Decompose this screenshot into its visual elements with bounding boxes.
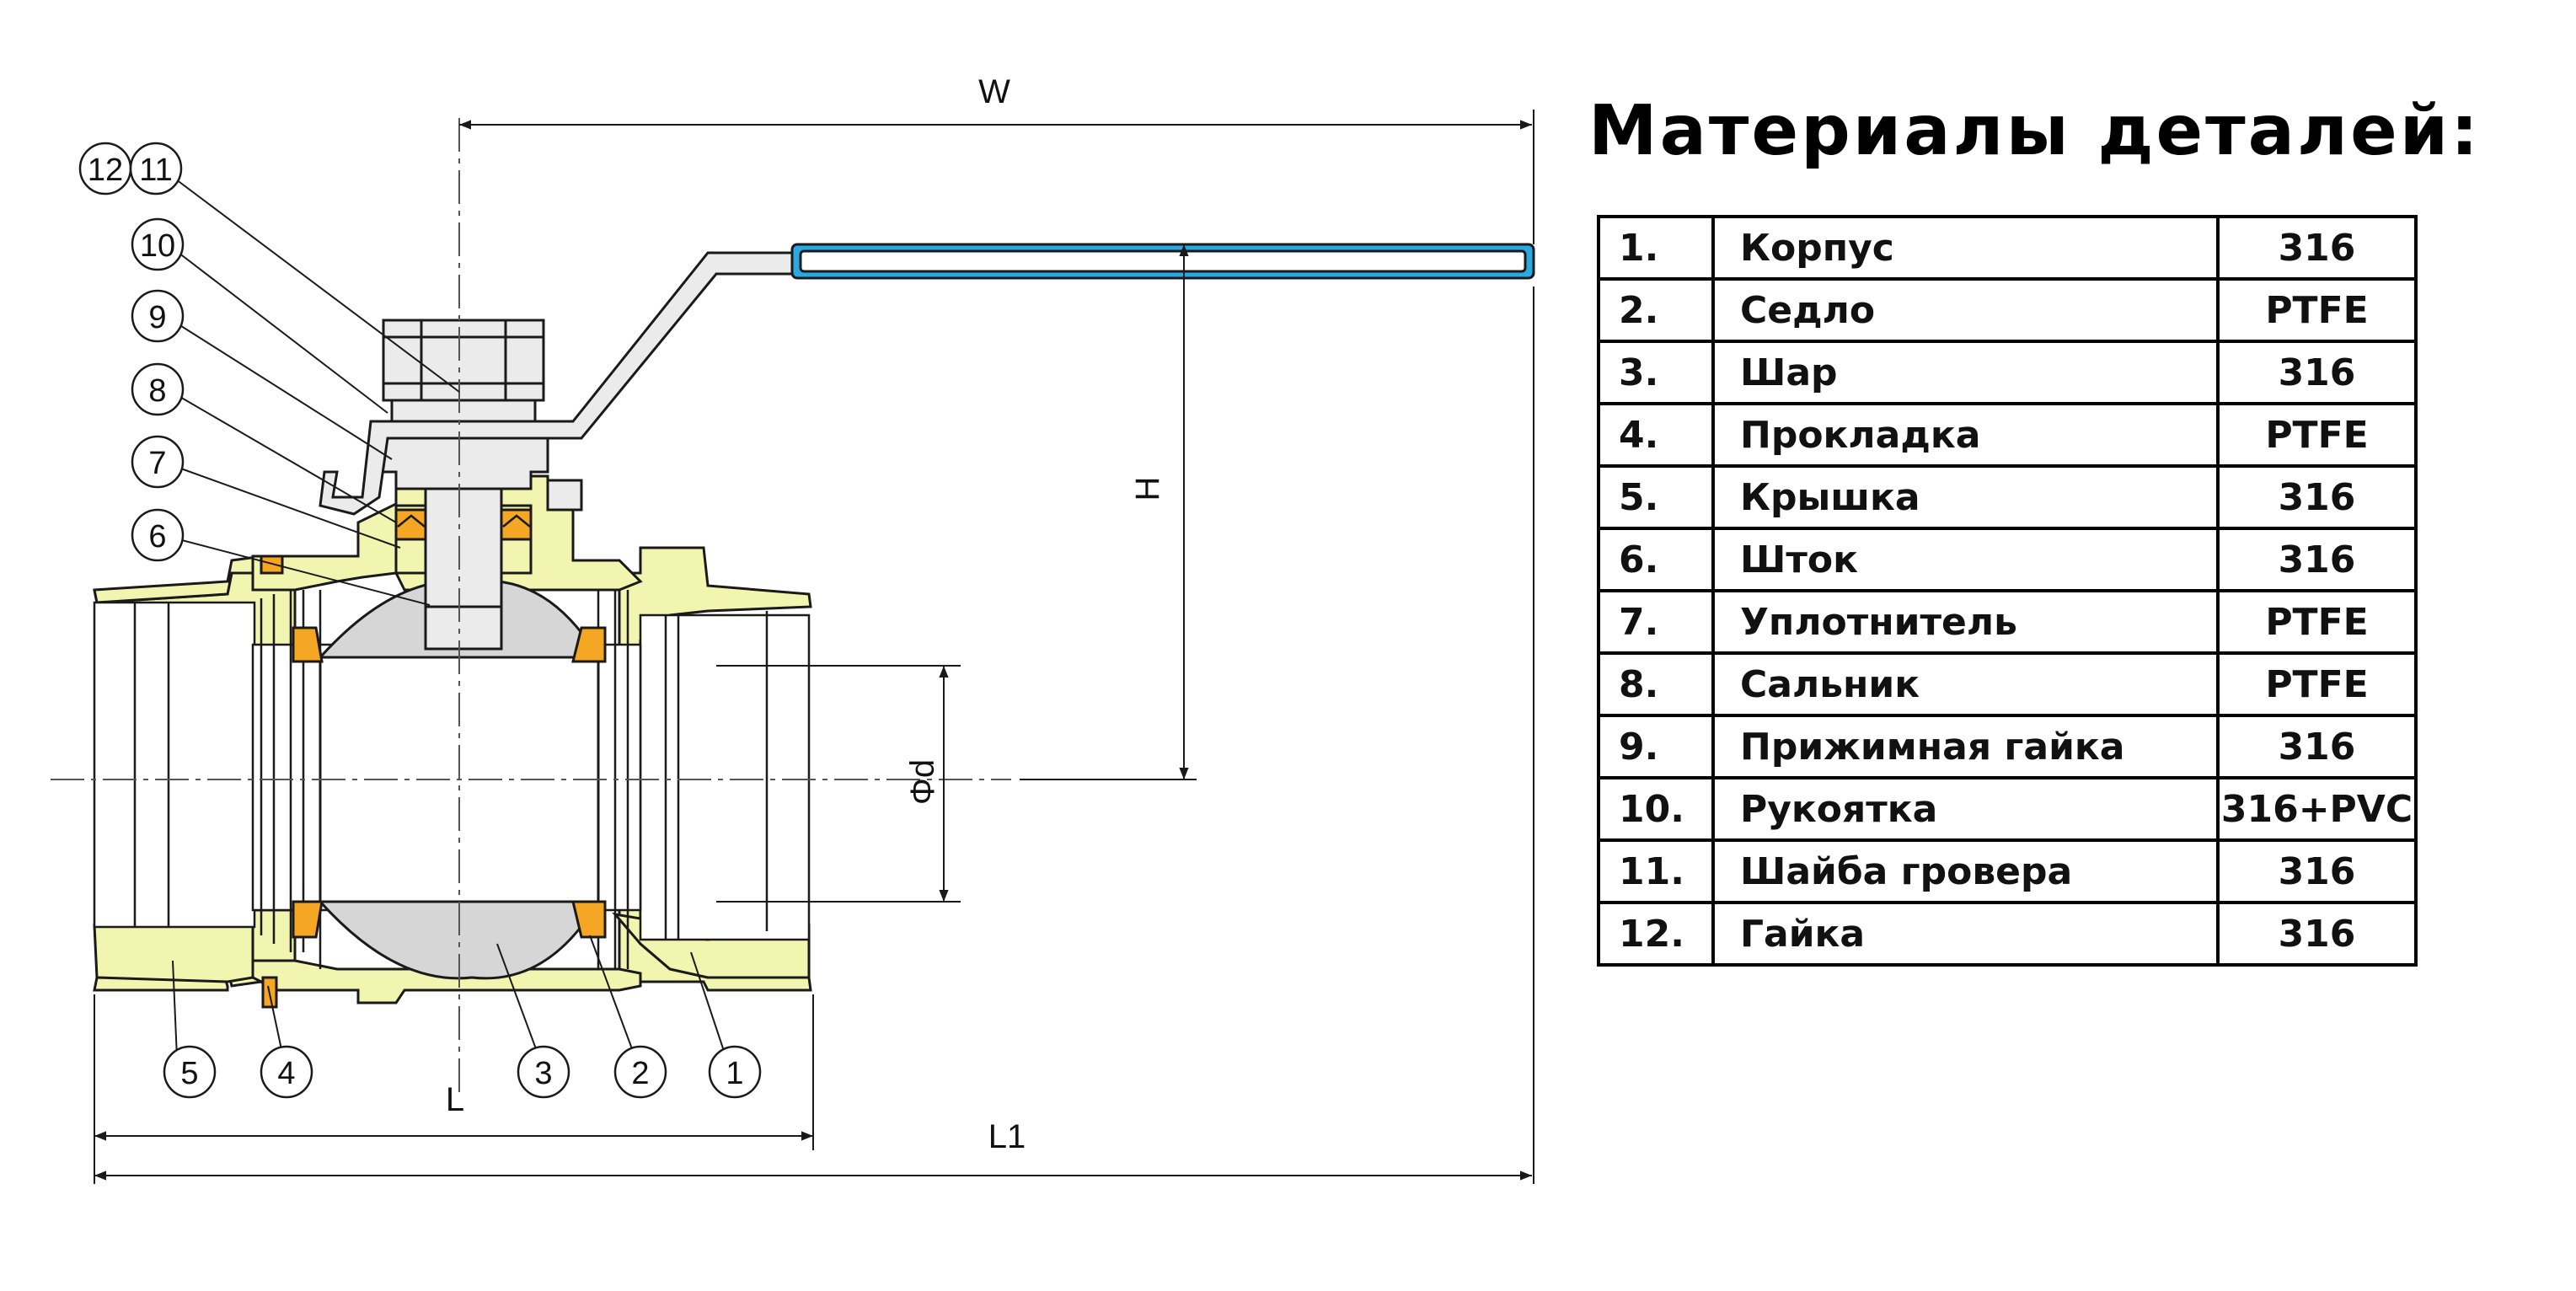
callout-1: 1	[708, 1045, 762, 1099]
part-number: 5.	[1597, 464, 1715, 530]
dim-label-l1: L1	[988, 1118, 1026, 1155]
svg-text:10: 10	[140, 228, 175, 264]
part-name: Уплотнитель	[1711, 589, 2220, 655]
callout-5: 5	[163, 1045, 217, 1099]
svg-text:9: 9	[148, 300, 166, 335]
dim-label-l: L	[446, 1081, 464, 1118]
parts-title: Материалы деталей:	[1588, 91, 2481, 171]
part-material: 316	[2216, 340, 2418, 405]
part-material: PTFE	[2216, 589, 2418, 655]
svg-text:1: 1	[726, 1056, 743, 1091]
svg-text:5: 5	[180, 1056, 198, 1091]
callout-6: 6	[131, 508, 185, 562]
callout-3: 3	[517, 1045, 570, 1099]
part-number: 4.	[1597, 402, 1715, 468]
callout-10: 10	[131, 217, 185, 271]
part-number: 12.	[1597, 901, 1715, 967]
part-name: Шар	[1711, 340, 2220, 405]
part-material: 316	[2216, 838, 2418, 904]
dim-label-h: H	[1129, 477, 1166, 501]
callout-2: 2	[613, 1045, 667, 1099]
callout-7: 7	[131, 435, 185, 489]
part-name: Сальник	[1711, 651, 2220, 717]
svg-text:6: 6	[148, 519, 166, 554]
part-name: Прижимная гайка	[1711, 714, 2220, 779]
part-material: PTFE	[2216, 402, 2418, 468]
part-name: Крышка	[1711, 464, 2220, 530]
dim-label-bore: Φd	[904, 759, 941, 805]
callout-11: 11	[129, 142, 183, 196]
callout-12: 12	[78, 142, 132, 196]
svg-text:3: 3	[534, 1056, 552, 1091]
part-number: 9.	[1597, 714, 1715, 779]
part-material: PTFE	[2216, 277, 2418, 343]
dimension-lines	[94, 110, 1534, 1184]
part-name: Прокладка	[1711, 402, 2220, 468]
part-name: Гайка	[1711, 901, 2220, 967]
svg-text:8: 8	[148, 373, 166, 409]
svg-text:12: 12	[88, 153, 123, 188]
part-name: Рукоятка	[1711, 776, 2220, 842]
part-number: 3.	[1597, 340, 1715, 405]
valve-nut	[382, 319, 545, 423]
part-material: 316	[2216, 215, 2418, 281]
part-material: 316	[2216, 464, 2418, 530]
part-material: 316	[2216, 901, 2418, 967]
part-number: 11.	[1597, 838, 1715, 904]
part-number: 6.	[1597, 527, 1715, 592]
part-number: 1.	[1597, 215, 1715, 281]
part-material: 316+PVC	[2216, 776, 2418, 842]
part-number: 10.	[1597, 776, 1715, 842]
callout-4: 4	[260, 1045, 313, 1099]
part-name: Шток	[1711, 527, 2220, 592]
part-name: Корпус	[1711, 215, 2220, 281]
center-lines	[51, 118, 1011, 1095]
part-name: Седло	[1711, 277, 2220, 343]
svg-text:4: 4	[277, 1056, 295, 1091]
callout-8: 8	[131, 362, 185, 416]
part-material: PTFE	[2216, 651, 2418, 717]
callout-leaders	[172, 176, 726, 1058]
part-name: Шайба гровера	[1711, 838, 2220, 904]
valve-handle	[319, 243, 1535, 516]
ball-valve-drawing: W H Φd L L1 12 11 10 9	[51, 73, 1535, 1184]
part-number: 2.	[1597, 277, 1715, 343]
valve-seats	[260, 554, 607, 1009]
part-number: 7.	[1597, 589, 1715, 655]
callout-markers: 12 11 10 9 8 7 6 5	[78, 142, 762, 1099]
callout-9: 9	[131, 289, 185, 343]
dim-label-w: W	[978, 73, 1010, 110]
svg-text:7: 7	[148, 446, 166, 481]
part-material: 316	[2216, 714, 2418, 779]
svg-text:2: 2	[631, 1056, 649, 1091]
part-number: 8.	[1597, 651, 1715, 717]
part-material: 316	[2216, 527, 2418, 592]
svg-text:11: 11	[139, 153, 172, 188]
